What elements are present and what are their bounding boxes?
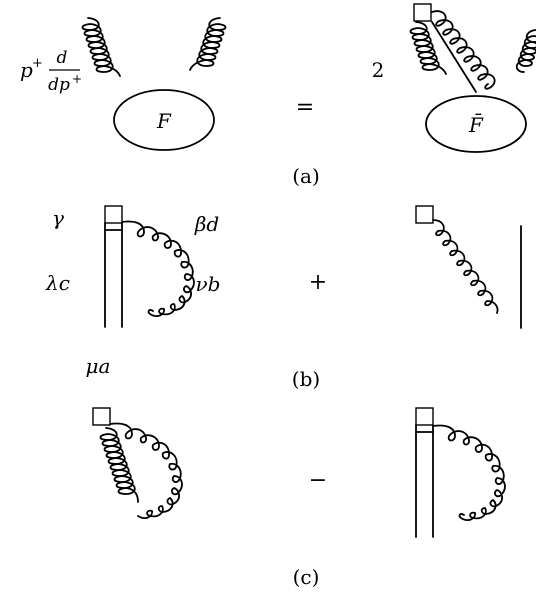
label-mu-a: μa [86, 354, 111, 378]
blob-f-bar [425, 95, 527, 153]
blob-f [113, 89, 215, 151]
gluon-loop-c2 [432, 424, 506, 521]
wilson-line-endpoint-square-b2 [415, 205, 434, 224]
wilson-line-endpoint-square-c2 [415, 407, 434, 426]
equals-sign: = [296, 95, 314, 120]
gluon-loop-c [109, 422, 183, 519]
caption-b: (b) [292, 367, 320, 391]
operator-p-sup: + [32, 56, 43, 71]
gluon-left-a1 [81, 17, 121, 77]
label-gamma: γ [52, 206, 64, 230]
label-lambda-c: λc [45, 271, 70, 295]
gluon-diagonal-b [432, 219, 499, 314]
panel-b: γ λc βd νb μa + (b) [45, 205, 522, 391]
blob-f-bar-label: F̄ [468, 112, 484, 137]
factor-two: 2 [372, 58, 385, 82]
gluon-right-a-diagonal [431, 10, 496, 90]
wilson-line-diagonal [431, 21, 477, 93]
label-beta-d: βd [194, 212, 219, 236]
operator-p: p [20, 58, 33, 82]
gluon-right-a2 [515, 29, 536, 73]
panel-a: p + d dp + F = 2 F̄ (a) [20, 3, 536, 188]
caption-a: (a) [292, 164, 320, 188]
wilson-line-endpoint-square-c [92, 407, 111, 426]
label-nu-b: νb [196, 272, 221, 296]
minus-sign: − [309, 468, 327, 493]
plus-sign: + [309, 270, 327, 295]
operator-dp-denominator: dp [48, 75, 70, 95]
panel-c: − (c) [92, 407, 506, 589]
caption-c: (c) [293, 565, 320, 589]
operator-dp-sup: + [72, 72, 82, 86]
operator-d-numerator: d [57, 48, 68, 68]
gluon-left-a2 [189, 17, 227, 71]
wilson-line-endpoint-square [413, 3, 432, 22]
wilson-line-endpoint-square-b [104, 205, 123, 224]
blob-f-label: F [156, 109, 172, 133]
gluon-vertical-c [99, 427, 139, 503]
gluon-right-a1 [409, 21, 447, 75]
gluon-loop-b [121, 220, 195, 317]
